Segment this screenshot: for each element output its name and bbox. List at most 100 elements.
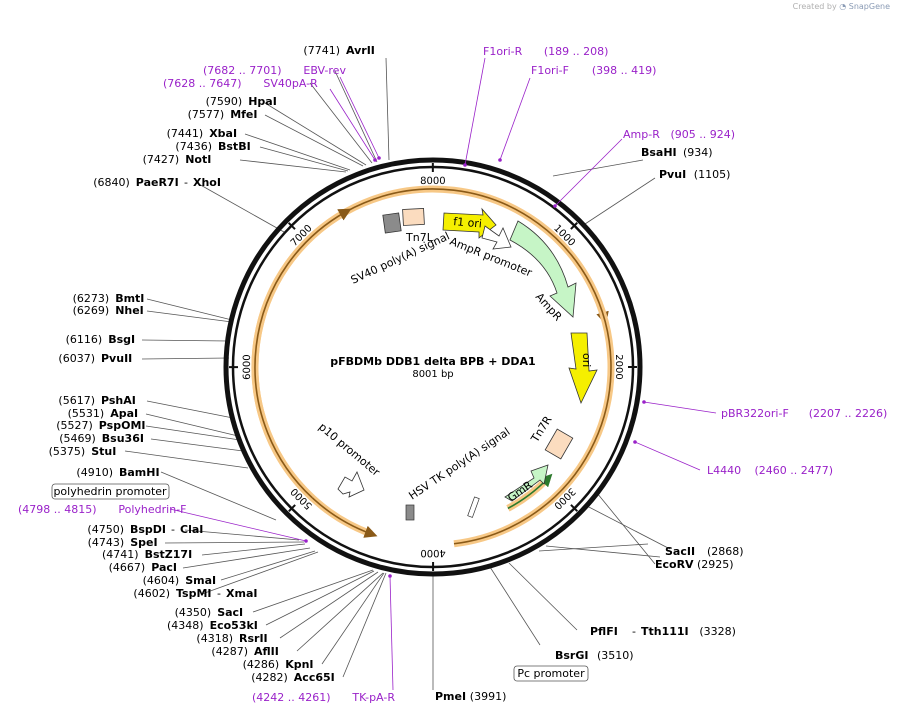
site-bsrgi[interactable]: BsrGI(3510)	[555, 649, 634, 662]
site-bstz17i[interactable]: BstZ17I(4741)	[102, 548, 192, 561]
site-paer7i[interactable]: XhoI-PaeR7I(6840)	[93, 176, 221, 189]
primer-pbr322ori-f[interactable]: pBR322ori-F(2207 .. 2226)	[721, 407, 887, 420]
primer-range: (7682 .. 7701)	[203, 64, 282, 77]
site-spei[interactable]: SpeI(4743)	[88, 536, 158, 549]
site-saci[interactable]: SacI(4350)	[175, 606, 244, 619]
site-position: (4286)	[243, 658, 280, 671]
primer-marker[interactable]	[553, 204, 557, 208]
site-bsu36i[interactable]: Bsu36I(5469)	[59, 432, 144, 445]
orf-arc-gmr[interactable]	[507, 473, 553, 510]
site-position: (7436)	[175, 140, 212, 153]
primer-tk-pa-r[interactable]: (4242 .. 4261)TK-pA-R	[252, 691, 395, 704]
site-position: (4282)	[251, 671, 288, 684]
primer-leader	[554, 138, 623, 207]
ampr-promoter-feature[interactable]	[481, 225, 512, 250]
site-aflii[interactable]: AflII(4287)	[211, 645, 278, 658]
primer-leader	[389, 575, 394, 691]
site-avrii[interactable]: AvrII(7741)	[303, 44, 374, 57]
site-rsrii[interactable]: RsrII(4318)	[196, 632, 267, 645]
primer-marker[interactable]	[304, 539, 308, 543]
primer-ebv-rev[interactable]: (7682 .. 7701)EBV-rev	[203, 64, 346, 77]
leader-line	[538, 543, 649, 552]
sv40-poly-a-feature[interactable]	[382, 212, 402, 234]
site-mfei[interactable]: MfeI(7577)	[188, 108, 258, 121]
site-kpni[interactable]: KpnI(4286)	[243, 658, 314, 671]
site-bstbi[interactable]: BstBI(7436)	[175, 140, 250, 153]
sv40-poly-a-label: SV40 poly(A) signal	[349, 230, 452, 287]
leader-line	[321, 572, 385, 665]
site-bsgi[interactable]: BsgI(6116)	[66, 333, 135, 346]
site-hpai[interactable]: HpaI(7590)	[206, 95, 277, 108]
primer-marker[interactable]	[498, 158, 502, 162]
primer-l4440[interactable]: L4440(2460 .. 2477)	[707, 464, 833, 477]
site-name: XbaI	[209, 127, 237, 140]
site-pshai[interactable]: PshAI(5617)	[58, 394, 135, 407]
site-pflfi[interactable]: PflFI-Tth111I(3328)	[590, 625, 736, 638]
site-smai[interactable]: SmaI(4604)	[143, 574, 216, 587]
hsv-tk-poly-a-feature[interactable]	[467, 496, 480, 518]
grey-feature-box[interactable]	[405, 504, 415, 521]
site-bmti[interactable]: BmtI (6273)	[73, 292, 145, 305]
site-bamhi[interactable]: BamHI(4910)	[76, 466, 159, 479]
leader-line	[334, 70, 378, 163]
primer-range: (905 .. 924)	[671, 128, 736, 141]
tick-mark	[288, 504, 296, 513]
site-tspmi[interactable]: XmaI-TspMI(4602)	[133, 587, 257, 600]
site-name: BamHI	[119, 466, 160, 479]
site-position: (7590)	[206, 95, 243, 108]
site-paci[interactable]: PacI(4667)	[109, 561, 177, 574]
primer-f1ori-r[interactable]: F1ori-R(189 .. 208)	[483, 45, 608, 58]
site-apai[interactable]: ApaI(5531)	[68, 407, 138, 420]
primer-sv40pa-r[interactable]: (7628 .. 7647)SV40pA-R	[163, 77, 318, 90]
site-noti[interactable]: NotI(7427)	[143, 153, 212, 166]
orf-arc-left[interactable]	[254, 208, 352, 499]
polyhedrin-promoter-label[interactable]: polyhedrin promoter	[53, 485, 167, 498]
leader-line	[244, 133, 351, 171]
site-pvui[interactable]: PvuI(1105)	[659, 168, 730, 181]
site-sacii[interactable]: SacII(2868)	[665, 545, 744, 558]
leader-lines	[124, 57, 671, 690]
primer-range: (2460 .. 2477)	[755, 464, 834, 477]
primer-marker[interactable]	[377, 156, 381, 160]
site-bspdi[interactable]: ClaI-BspDI(4750)	[87, 523, 203, 536]
p10-promoter-feature[interactable]	[337, 471, 365, 498]
tn7r-feature[interactable]	[544, 428, 574, 460]
leader-line	[545, 545, 661, 558]
site-pmei[interactable]: PmeI(3991)	[435, 690, 506, 703]
leader-line	[146, 310, 233, 323]
ampr-feature[interactable]	[509, 220, 577, 318]
primer-marker[interactable]	[463, 163, 467, 167]
site-position: (934)	[683, 146, 713, 159]
site-stui[interactable]: StuI(5375)	[49, 445, 117, 458]
site-acc65i[interactable]: Acc65I(4282)	[251, 671, 335, 684]
primer-amp-r[interactable]: Amp-R(905 .. 924)	[623, 128, 735, 141]
site-position: (6273)	[73, 292, 110, 305]
site-pvuii[interactable]: PvuII(6037)	[58, 352, 132, 365]
site-name: BmtI	[115, 292, 144, 305]
site-eco53ki[interactable]: Eco53kI(4348)	[167, 619, 258, 632]
primer-marker[interactable]	[633, 440, 637, 444]
site-xbai[interactable]: XbaI(7441)	[167, 127, 237, 140]
primer-marker[interactable]	[373, 158, 377, 162]
pc-promoter-label[interactable]: Pc promoter	[517, 667, 585, 680]
primer-f1ori-f[interactable]: F1ori-F(398 .. 419)	[531, 64, 656, 77]
site-position: (4348)	[167, 619, 204, 632]
primer-marker[interactable]	[642, 400, 646, 404]
site-pspomi[interactable]: PspOMI(5527)	[56, 419, 145, 432]
primer-name: Polyhedrin-F	[118, 503, 186, 516]
site-ecorv[interactable]: EcoRV(2925)	[655, 558, 734, 571]
primer-polyhedrin-f[interactable]: (4798 .. 4815)Polyhedrin-F	[18, 503, 187, 516]
primer-name: F1ori-R	[483, 45, 523, 58]
site-position: (4667)	[109, 561, 146, 574]
site-name: BsgI	[108, 333, 135, 346]
primer-marker[interactable]	[388, 574, 392, 578]
tn7l-feature[interactable]	[402, 208, 425, 226]
leader-line	[596, 492, 656, 565]
tick-label: 4000	[420, 547, 445, 558]
gmr-feature[interactable]	[504, 464, 549, 502]
site-nhei[interactable]: NheI(6269)	[73, 304, 144, 317]
site-position: (4318)	[196, 632, 233, 645]
site-bsahi[interactable]: BsaHI(934)	[641, 146, 713, 159]
ori-feature[interactable]	[568, 332, 598, 405]
leader-line	[385, 57, 390, 161]
